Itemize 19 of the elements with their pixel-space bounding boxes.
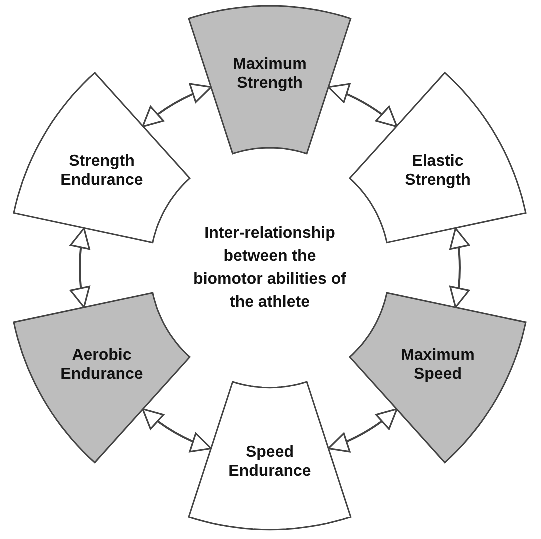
ring-segment: [189, 6, 351, 154]
center-title: Inter-relationship between the biomotor abilities of the athlete: [192, 224, 348, 313]
double-arrow: [142, 84, 212, 128]
ring-segment: [350, 292, 526, 463]
segment-label: Maximum Speed: [400, 346, 476, 384]
segment-label: Aerobic Endurance: [60, 346, 144, 384]
segment-label: Maximum Strength: [232, 55, 308, 93]
segment-label: Speed Endurance: [228, 442, 312, 481]
segment-label: Elastic Strength: [404, 152, 472, 190]
ring-segment: [14, 73, 190, 244]
double-arrow: [448, 228, 470, 308]
double-arrow: [328, 408, 398, 452]
double-arrow: [70, 228, 92, 308]
segment-label: Strength Endurance: [60, 152, 144, 190]
ring-segment: [14, 292, 190, 463]
ring-segment: [350, 73, 526, 244]
double-arrow: [142, 408, 212, 452]
double-arrow: [328, 84, 398, 128]
ring-segment: [189, 382, 351, 530]
